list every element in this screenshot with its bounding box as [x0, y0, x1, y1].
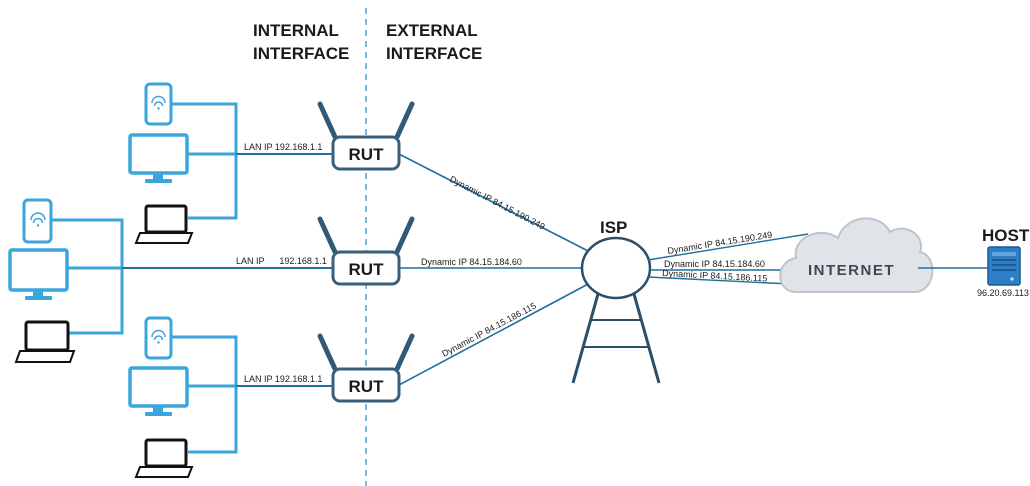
internet-label: INTERNET	[808, 262, 895, 279]
laptop-icon	[134, 204, 194, 244]
smartphone-icon	[144, 316, 173, 360]
server-icon	[987, 246, 1021, 286]
wan-label-1: Dynamic IP 84.15.190.249	[448, 174, 547, 232]
laptop-icon	[134, 438, 194, 478]
isp-internet-link-1	[647, 233, 809, 261]
router-icon: RUT	[317, 101, 415, 171]
lan-group-2	[52, 218, 124, 335]
cloud-icon	[779, 217, 934, 293]
internal-header-line2: INTERFACE	[253, 44, 349, 63]
isp-internet-link-3	[647, 276, 791, 285]
external-header-line1: EXTERNAL	[386, 21, 478, 40]
host-label: HOST	[982, 226, 1030, 245]
lan-group-1	[172, 102, 238, 220]
lan-group-3	[172, 335, 238, 454]
lan-ip-label-3: LAN IP 192.168.1.1	[244, 374, 322, 384]
internal-header-line1: INTERNAL	[253, 21, 339, 40]
monitor-icon	[8, 248, 69, 300]
wan-label-2: Dynamic IP 84.15.184.60	[421, 257, 522, 267]
router-label-2: RUT	[349, 260, 385, 279]
monitor-icon	[128, 366, 189, 416]
host-ip: 96.20.69.113	[977, 288, 1029, 298]
isp-label: ISP	[600, 218, 627, 237]
smartphone-icon	[144, 82, 173, 126]
smartphone-icon	[22, 198, 53, 244]
router-icon: RUT	[317, 216, 415, 286]
monitor-icon	[128, 133, 189, 183]
wan-link-3	[398, 282, 591, 386]
lan-ip-label-1: LAN IP 192.168.1.1	[244, 142, 322, 152]
router-icon: RUT	[317, 333, 415, 403]
laptop-icon	[14, 320, 76, 363]
external-header-line2: INTERFACE	[386, 44, 482, 63]
wan-label-3: Dynamic IP 84.15.186.115	[440, 301, 538, 359]
isp-link-label-2: Dynamic IP 84.15.184.60	[664, 259, 765, 269]
isp-tower-icon	[571, 236, 661, 384]
lan-ip-label-2: LAN IP 192.168.1.1	[236, 256, 327, 266]
router-label-1: RUT	[349, 145, 385, 164]
wan-link-1	[398, 153, 591, 253]
router-label-3: RUT	[349, 377, 385, 396]
